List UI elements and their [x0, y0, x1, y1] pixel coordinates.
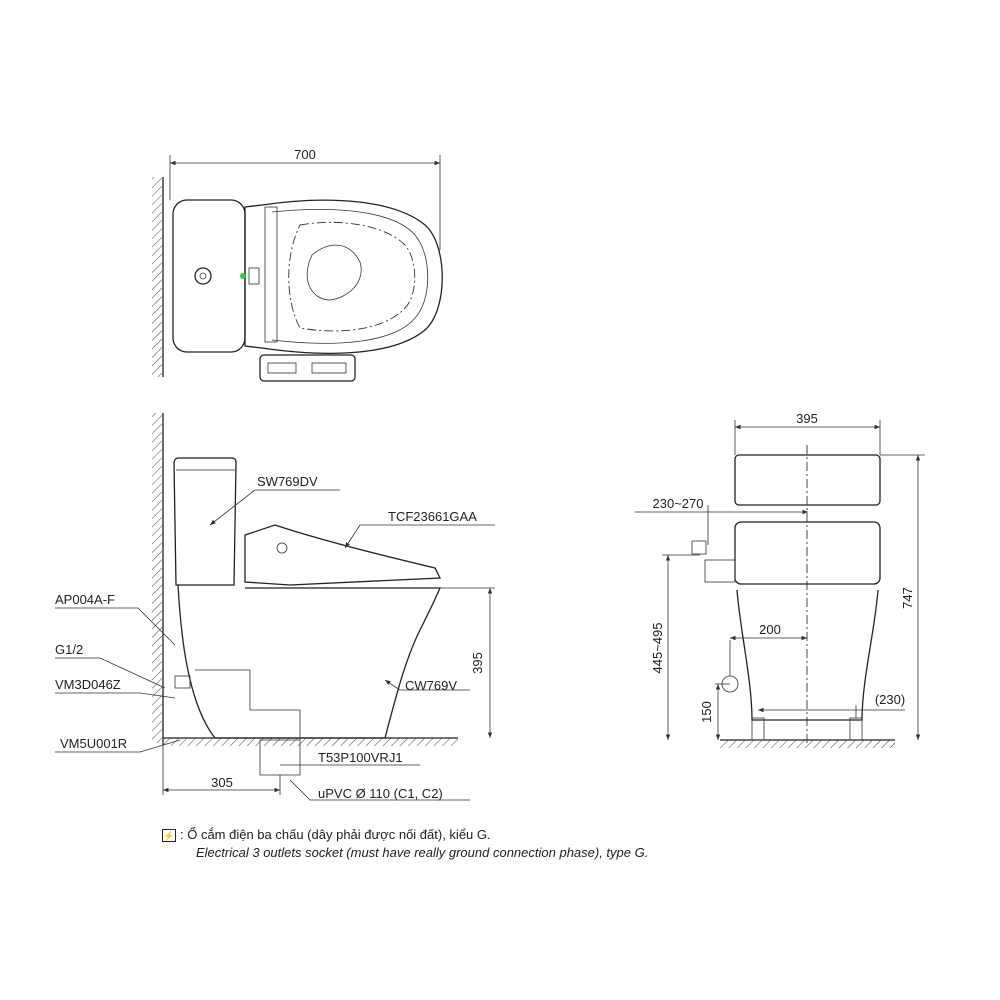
- power-outlet-icon: ⚡: [162, 828, 176, 842]
- bowl-opening: [288, 221, 416, 332]
- pipe-spec-label: uPVC Ø 110 (C1, C2): [318, 786, 443, 801]
- bowl-front: [736, 589, 879, 721]
- seat-hinge-bar: [264, 206, 278, 343]
- side-view: 395 305 SW769DV TCF23661GAA CW769V AP004…: [55, 413, 495, 801]
- flange-model-label: T53P100VRJ1: [318, 750, 403, 765]
- top-view: 700: [152, 147, 443, 382]
- thread-size-label: G1/2: [55, 642, 83, 657]
- bowl-model-label: CW769V: [405, 678, 457, 693]
- legend-vietnamese-text: : Ổ cắm điện ba chấu (dây phải được nối …: [180, 827, 491, 842]
- indicator-light: [240, 273, 246, 279]
- legend-english-text: Electrical 3 outlets socket (must have r…: [196, 845, 649, 860]
- floor-part-label: VM5U001R: [60, 736, 127, 751]
- rough-in-label: 305: [211, 775, 233, 790]
- total-height-label: 747: [900, 587, 915, 609]
- hose-model-label: VM3D046Z: [55, 677, 121, 692]
- drain-trap: [195, 669, 301, 776]
- inlet-offset-label: 200: [759, 622, 781, 637]
- tank-front: [734, 454, 881, 506]
- seat-side-box: [704, 559, 736, 583]
- tank-top: [172, 199, 246, 353]
- socket-range-label: 230~270: [653, 496, 704, 511]
- front-view: 395 230~270 445~495 747 200 15: [635, 411, 925, 748]
- remote-control: [259, 354, 356, 382]
- seat-top: [244, 199, 443, 354]
- tank-model-label: SW769DV: [257, 474, 318, 489]
- side-height-label: 395: [470, 652, 485, 674]
- seat-side: [244, 524, 442, 586]
- wall-hatch: [152, 177, 162, 377]
- flush-button: [194, 267, 212, 285]
- bolt-spacing-label: (230): [875, 692, 905, 707]
- bowl-side: [177, 584, 441, 739]
- outlet-socket-symbol: [691, 540, 707, 555]
- seat-model-label: TCF23661GAA: [388, 509, 477, 524]
- valve-body: [174, 675, 191, 689]
- tank-side: [173, 457, 237, 586]
- inlet-height-label: 150: [699, 701, 714, 723]
- top-width-label: 700: [294, 147, 316, 162]
- seat-front: [734, 521, 881, 585]
- legend: ⚡ : Ổ cắm điện ba chấu (dây phải được nố…: [162, 826, 862, 862]
- socket-height-label: 445~495: [650, 623, 665, 674]
- front-width-label: 395: [796, 411, 818, 426]
- valve-model-label: AP004A-F: [55, 592, 115, 607]
